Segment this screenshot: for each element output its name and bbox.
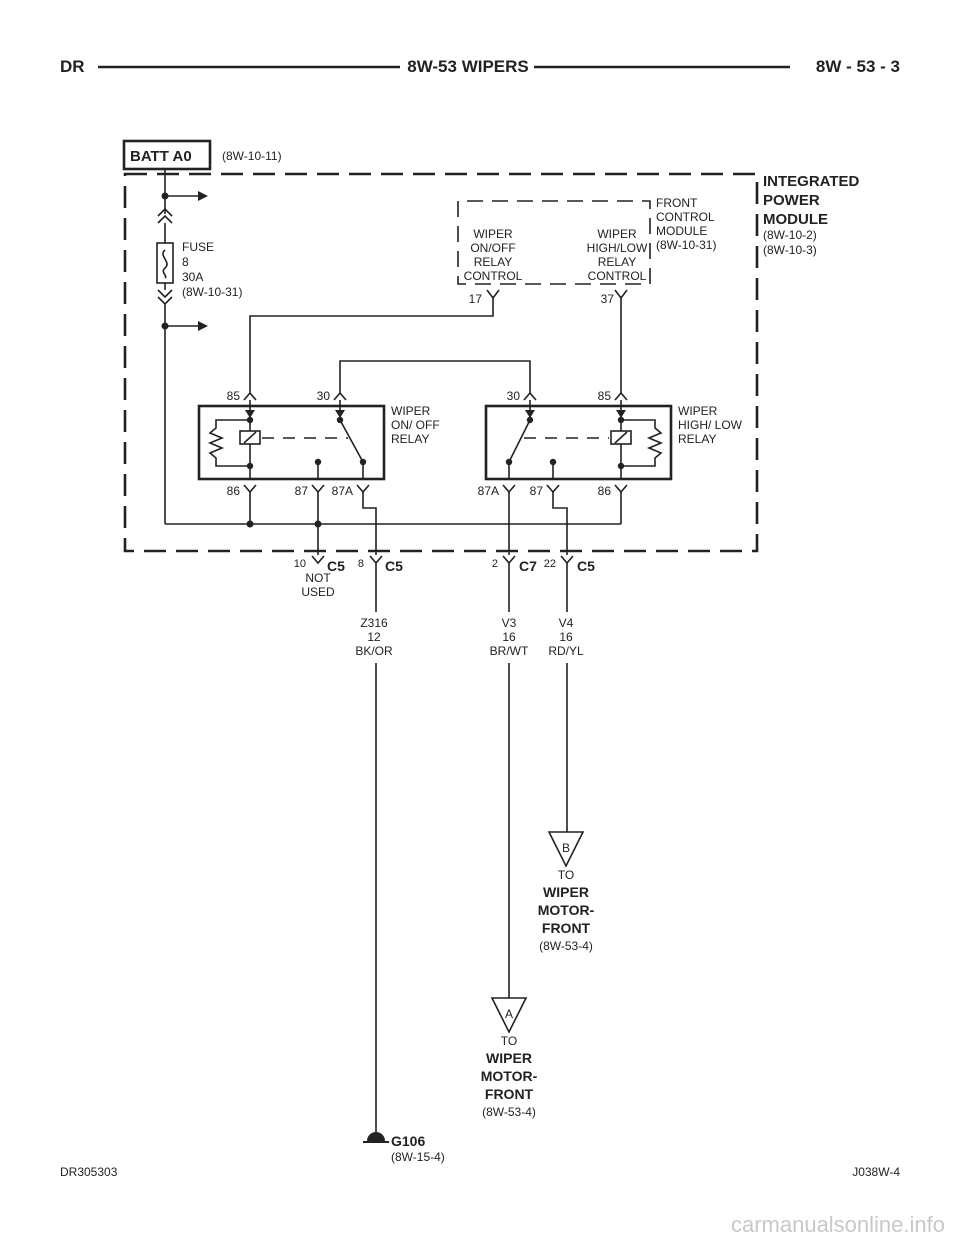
watermark: carmanualsonline.info xyxy=(731,1212,945,1237)
dest-b-triangle xyxy=(547,831,585,868)
onoff-pin-87: 87 xyxy=(295,484,309,498)
dest-b-ref: (8W-53-4) xyxy=(539,939,593,953)
hilo-pin-87a: 87A xyxy=(478,484,499,498)
internal-bottom-wiring xyxy=(165,492,622,555)
dest-a-triangle xyxy=(490,997,528,1034)
ipm-title-2: POWER xyxy=(763,192,820,209)
wire-v4-color: RD/YL xyxy=(548,644,584,658)
footer-right: J038W-4 xyxy=(852,1165,900,1179)
ipm-ref-2: (8W-10-3) xyxy=(763,243,817,257)
header-left: DR xyxy=(60,57,85,76)
fcm-pin-17-fork xyxy=(486,289,500,300)
batt-label: BATT A0 xyxy=(130,148,192,165)
dest-b-letter: B xyxy=(562,841,570,855)
ipm-ref-1: (8W-10-2) xyxy=(763,228,817,242)
fcm-onoff-3: RELAY xyxy=(474,255,512,269)
dest-b-name-1: WIPER xyxy=(543,884,589,900)
onoff-pin-30: 30 xyxy=(317,389,331,403)
onoff-pin-86: 86 xyxy=(227,484,241,498)
ipm-outline xyxy=(123,172,759,553)
fcm-hilo-1: WIPER xyxy=(597,227,637,241)
ipm-title-1: INTEGRATED xyxy=(763,173,860,190)
relay-hilo xyxy=(484,391,673,494)
fuse-label-3: 30A xyxy=(182,270,203,284)
fcm-pin-17: 17 xyxy=(469,292,483,306)
fuse-8 xyxy=(156,242,208,524)
dest-b-to: TO xyxy=(558,868,574,882)
fcm-title-3: MODULE xyxy=(656,224,707,238)
fcm-onoff-2: ON/OFF xyxy=(470,241,515,255)
c5-name-b: C5 xyxy=(385,558,403,574)
fcm-title-2: CONTROL xyxy=(656,210,715,224)
hilo-label-3: RELAY xyxy=(678,432,716,446)
battery-feed xyxy=(157,169,208,243)
onoff-label-3: RELAY xyxy=(391,432,429,446)
fuse-label-4: (8W-10-31) xyxy=(182,285,242,299)
onoff-pin-87a: 87A xyxy=(332,484,353,498)
ground-icon xyxy=(363,1132,389,1143)
c5-name-c: C5 xyxy=(577,558,595,574)
header-right: 8W - 53 - 3 xyxy=(816,57,900,76)
fcm-hilo-3: RELAY xyxy=(598,255,636,269)
hilo-label-2: HIGH/ LOW xyxy=(678,418,743,432)
wire-v3-circuit: V3 xyxy=(502,616,517,630)
fcm-title-1: FRONT xyxy=(656,196,698,210)
c5-name-a: C5 xyxy=(327,558,345,574)
onoff-label-1: WIPER xyxy=(391,404,431,418)
footer-left: DR305303 xyxy=(60,1165,118,1179)
onoff-pin-85: 85 xyxy=(227,389,241,403)
wire-z316-gauge: 12 xyxy=(367,630,381,644)
dest-a-name-1: WIPER xyxy=(486,1050,532,1066)
hilo-pin-87: 87 xyxy=(530,484,544,498)
dest-b-name-3: FRONT xyxy=(542,920,591,936)
wire-z316-circuit: Z316 xyxy=(360,616,388,630)
wire-v3-gauge: 16 xyxy=(502,630,516,644)
batt-ref: (8W-10-11) xyxy=(222,149,282,163)
fcm-onoff-1: WIPER xyxy=(473,227,513,241)
fcm-pin-37-fork xyxy=(614,289,628,300)
not-used-2: USED xyxy=(301,585,335,599)
wire-v3-color: BR/WT xyxy=(490,644,529,658)
relay-onoff xyxy=(197,391,386,494)
ground-name: G106 xyxy=(391,1133,425,1149)
batt-box xyxy=(122,139,212,171)
c5-pin-10: 10 xyxy=(294,558,306,570)
wire-onoff-control xyxy=(249,298,494,393)
fcm-outline xyxy=(457,200,651,285)
hilo-pin-85: 85 xyxy=(598,389,612,403)
onoff-label-2: ON/ OFF xyxy=(391,418,440,432)
c7-pin-2: 2 xyxy=(492,558,498,570)
fuse-label-1: FUSE xyxy=(182,240,214,254)
wire-z316-color: BK/OR xyxy=(355,644,393,658)
dest-a-letter: A xyxy=(505,1007,513,1021)
dest-a-name-3: FRONT xyxy=(485,1086,534,1102)
wire-v4-gauge: 16 xyxy=(559,630,573,644)
fcm-onoff-4: CONTROL xyxy=(464,269,523,283)
ipm-title-3: MODULE xyxy=(763,211,828,228)
header-title: 8W-53 WIPERS xyxy=(407,57,529,76)
hilo-pin-86: 86 xyxy=(598,484,612,498)
dest-a-to: TO xyxy=(501,1034,517,1048)
fcm-pin-37: 37 xyxy=(601,292,615,306)
hilo-pin-30: 30 xyxy=(507,389,521,403)
hilo-label-1: WIPER xyxy=(678,404,718,418)
fuse-label-2: 8 xyxy=(182,255,189,269)
ground-ref: (8W-15-4) xyxy=(391,1150,445,1164)
c5-pin-22: 22 xyxy=(544,558,556,570)
c5-pin-8: 8 xyxy=(358,558,364,570)
wire-pin30-interconnect xyxy=(339,360,531,393)
c7-name: C7 xyxy=(519,558,537,574)
dest-b-name-2: MOTOR- xyxy=(538,902,595,918)
fcm-hilo-2: HIGH/LOW xyxy=(587,241,648,255)
fcm-hilo-4: CONTROL xyxy=(588,269,647,283)
wire-v4-circuit: V4 xyxy=(559,616,574,630)
dest-a-ref: (8W-53-4) xyxy=(482,1105,536,1119)
dest-a-name-2: MOTOR- xyxy=(481,1068,538,1084)
not-used-1: NOT xyxy=(305,571,331,585)
fcm-ref: (8W-10-31) xyxy=(656,238,716,252)
